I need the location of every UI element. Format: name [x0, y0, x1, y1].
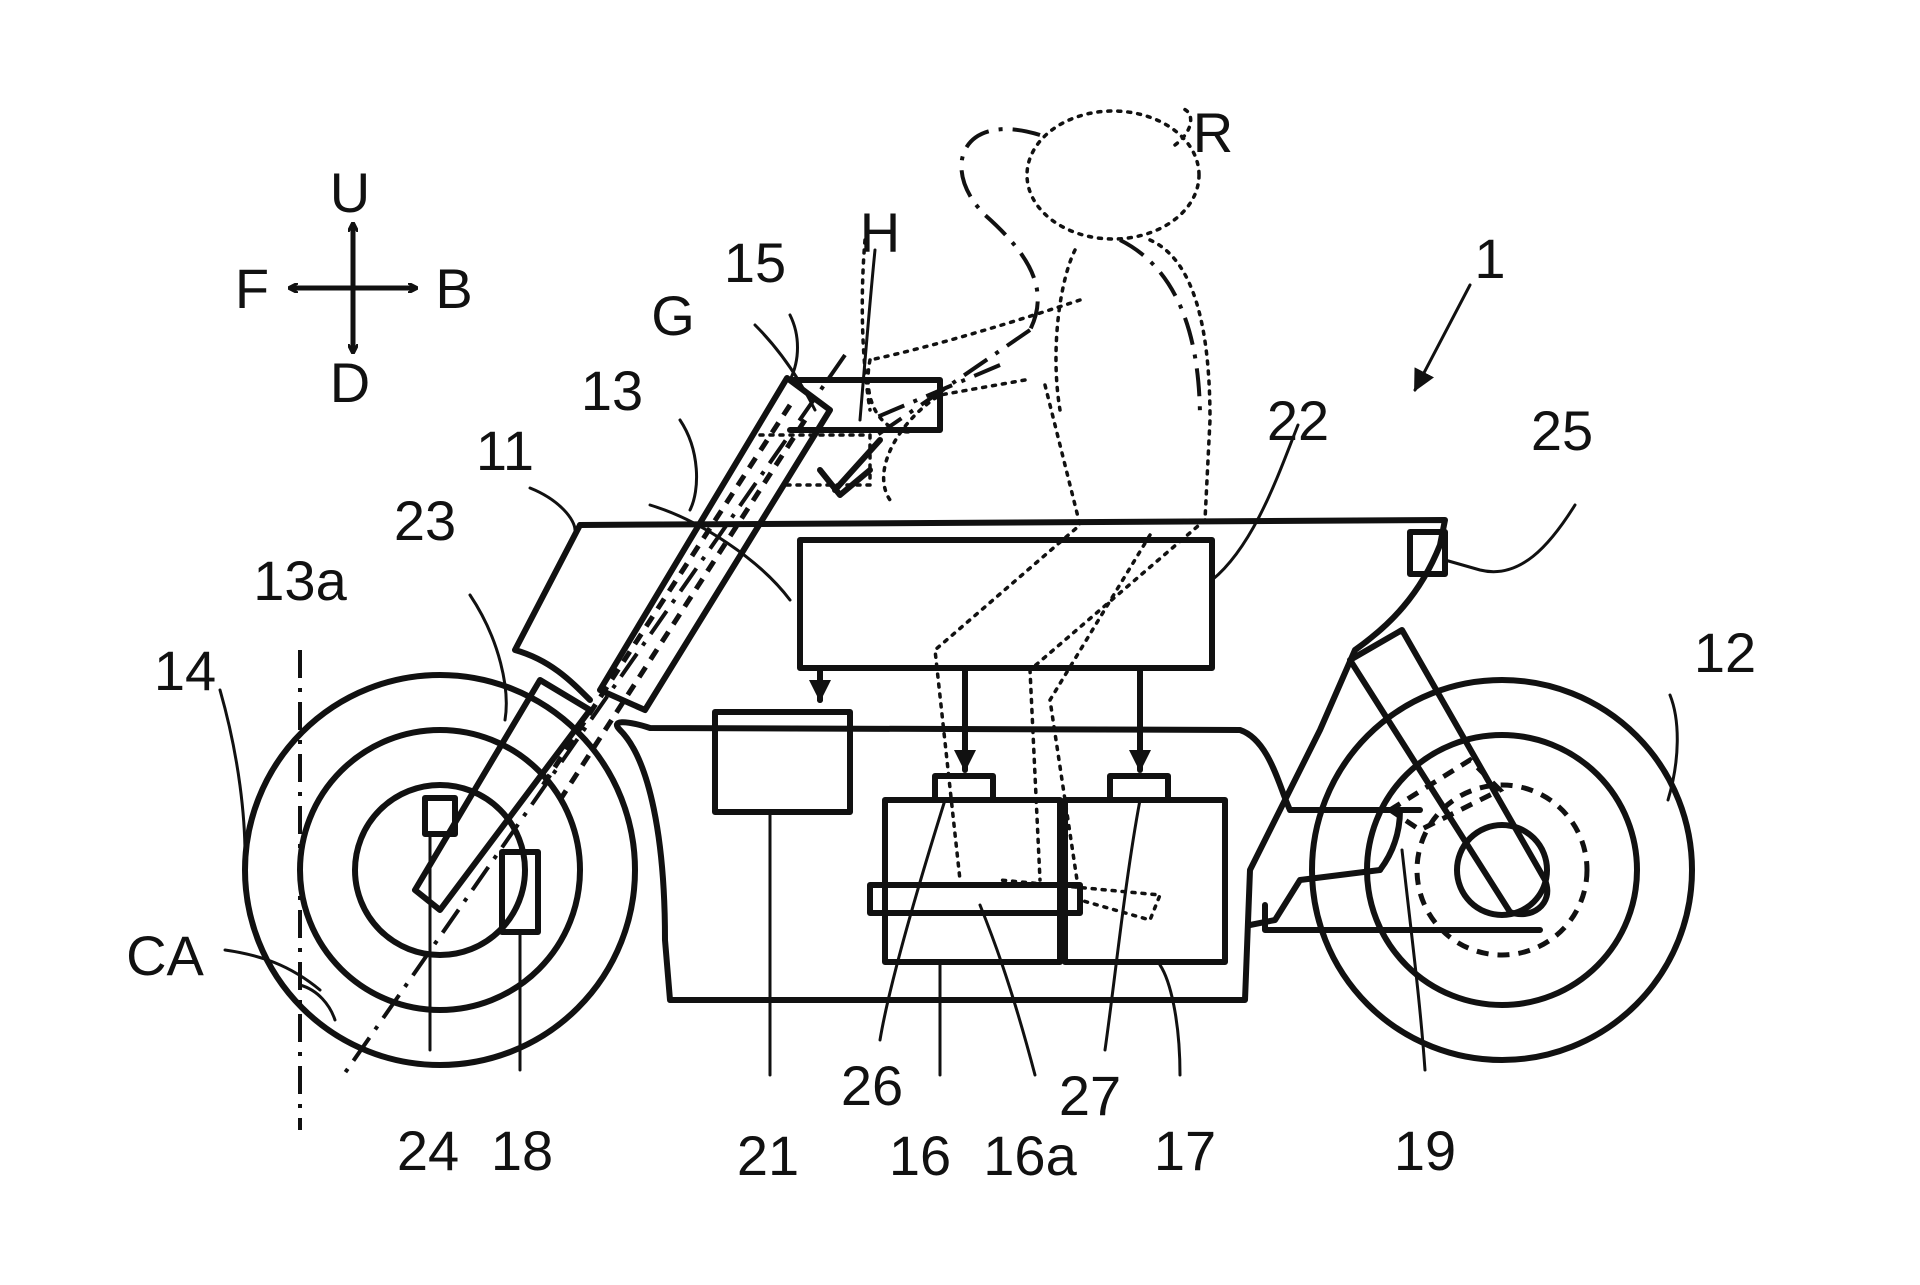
- steering-shaft-hidden-a: [537, 403, 793, 792]
- direction-front-label: F: [235, 257, 269, 320]
- rear-wheel: [1309, 677, 1695, 1063]
- swing-arm: [1347, 627, 1551, 918]
- direction-down-label: D: [330, 351, 370, 414]
- label-battery-sensor-a: 26: [841, 1054, 903, 1117]
- label-controller-b: 22: [1267, 389, 1329, 452]
- label-rider: R: [1193, 101, 1233, 164]
- label-steering-sensor: 24: [397, 1119, 459, 1182]
- front-wheel: [242, 672, 638, 1068]
- label-steering-shaft: 13: [581, 359, 643, 422]
- label-rear-sensor: 25: [1531, 399, 1593, 462]
- label-front-motor: 18: [491, 1119, 553, 1182]
- front-fork: [412, 677, 593, 935]
- battery-17: [1062, 773, 1228, 965]
- rider-leader: [1173, 106, 1193, 147]
- vehicle-body: [512, 517, 1543, 1003]
- label-battery-sensor-b: 27: [1059, 1064, 1121, 1127]
- controller-22: [797, 537, 1215, 671]
- label-grip-force: G: [651, 284, 695, 347]
- leader-lines: [218, 248, 1679, 1077]
- label-caster-angle: CA: [126, 924, 204, 987]
- controller-21: [712, 709, 853, 815]
- direction-back-label: B: [435, 257, 472, 320]
- label-rear-motor: 19: [1394, 1119, 1456, 1182]
- caster-angle-arc: [298, 983, 337, 1022]
- rear-motor-outline: [1385, 756, 1505, 833]
- direction-indicator: U D F B: [235, 161, 473, 414]
- label-front-sensor: 23: [394, 489, 456, 552]
- rider-outline: [860, 109, 1212, 923]
- label-controller-a: 21: [737, 1124, 799, 1187]
- direction-up-label: U: [330, 161, 370, 224]
- label-steering-axis: 13a: [253, 549, 347, 612]
- steering-shaft-hidden-b: [557, 418, 808, 802]
- label-battery-b: 17: [1154, 1119, 1216, 1182]
- label-vehicle: 1: [1474, 227, 1505, 290]
- grip-force-arrowhead: [817, 467, 873, 498]
- label-battery-a-part: 16a: [983, 1124, 1077, 1187]
- battery-16: [867, 773, 1083, 965]
- label-rear-wheel: 12: [1694, 621, 1756, 684]
- label-hand-position: H: [860, 201, 900, 264]
- handle-bar: [787, 377, 943, 433]
- rear-sensor-25: [1407, 529, 1448, 577]
- label-battery-a: 16: [889, 1124, 951, 1187]
- label-handle: 15: [724, 231, 786, 294]
- grip-force-arrow: [832, 437, 883, 493]
- label-front-wheel: 14: [154, 639, 216, 702]
- steering-axis-line: [338, 353, 847, 1082]
- label-frame: 11: [476, 419, 534, 482]
